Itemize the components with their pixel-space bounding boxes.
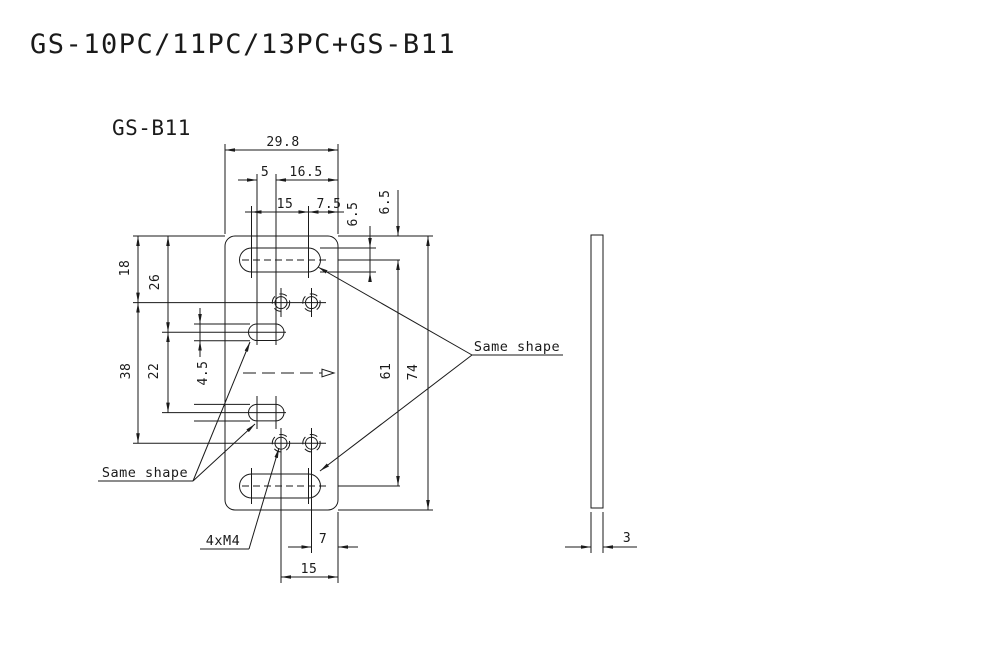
- dim-mid-slot-cc: 5: [261, 165, 269, 180]
- dim-top-slot-width: 6.5: [346, 202, 361, 227]
- dim-overall-height: 74: [406, 364, 421, 381]
- dim-top-edge-to-slot-center: 6.5: [378, 190, 393, 215]
- dim-top-slot-to-edge: 7.5: [317, 197, 342, 212]
- dim-hole-rows-span: 38: [119, 363, 134, 380]
- centerline-datum-arrow: [321, 368, 336, 378]
- dim-top-slot-cc: 15: [277, 197, 294, 212]
- tapped-holes: [271, 293, 321, 453]
- dim-mid-to-lower-slot: 22: [147, 363, 162, 380]
- dim-hole-to-edge-far: 15: [301, 562, 318, 577]
- dim-slot-centers-span: 61: [379, 363, 394, 380]
- note-same-shape-right: Same shape: [474, 339, 560, 355]
- centerlines: [242, 259, 336, 487]
- dimension-texts: 29.8 5 16.5 15 7.5 6.5 6.5 18 26 38 22 4…: [118, 135, 631, 577]
- page-title: GS-10PC/11PC/13PC+GS-B11: [30, 29, 456, 60]
- dimension-lines: [136, 148, 430, 579]
- dim-top-to-hole-row: 18: [118, 260, 133, 277]
- dim-thickness: 3: [623, 531, 631, 546]
- leader-lines: [98, 266, 563, 550]
- side-view-outline: [590, 234, 604, 509]
- dim-overall-width: 29.8: [266, 135, 299, 150]
- dim-top-to-mid-slot: 26: [148, 274, 163, 291]
- plate-side-view: [565, 234, 637, 553]
- note-texts: Same shape Same shape 4xM4: [102, 339, 560, 549]
- dim-small-slot-width: 4.5: [196, 361, 211, 386]
- dim-mid-slot-to-edge: 16.5: [289, 165, 322, 180]
- view-label: GS-B11: [112, 116, 191, 140]
- note-same-shape-left: Same shape: [102, 465, 188, 481]
- note-thread: 4xM4: [206, 533, 241, 549]
- dim-hole-to-edge: 7: [319, 532, 327, 547]
